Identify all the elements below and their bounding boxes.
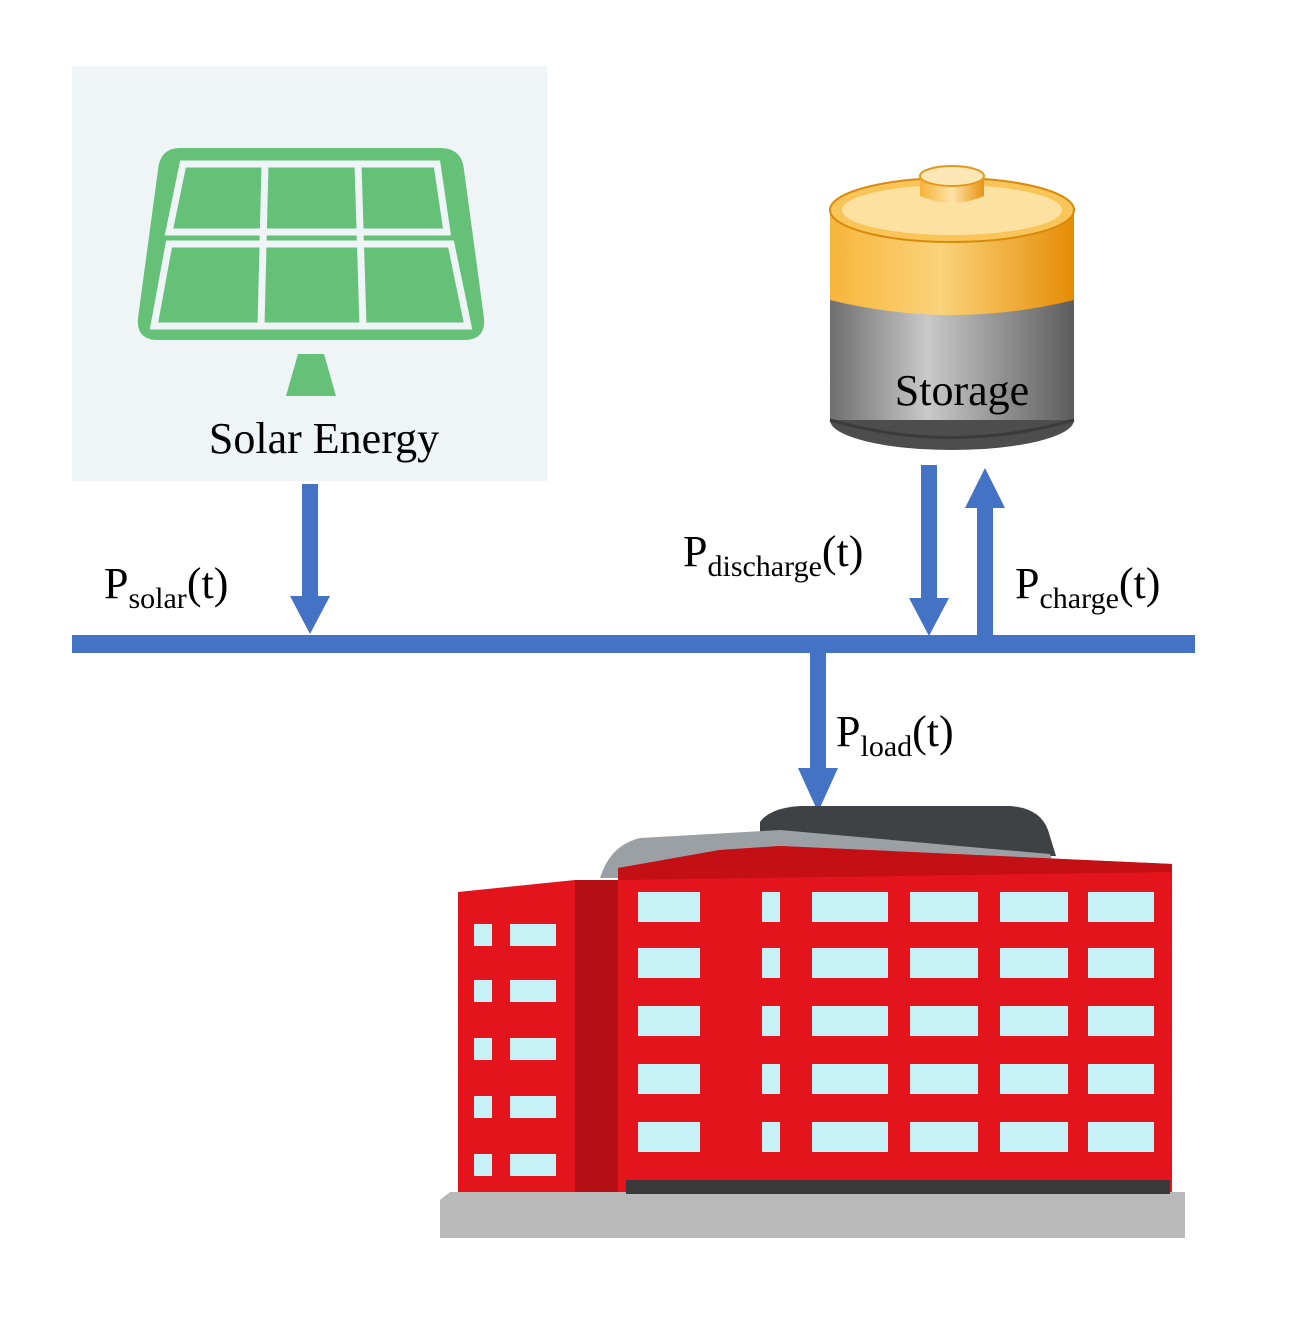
arrow-load xyxy=(798,652,838,812)
building-window xyxy=(812,948,888,978)
building-window xyxy=(812,1122,888,1152)
building-window xyxy=(638,892,700,922)
flow-label-charge: Pcharge(t) xyxy=(1015,559,1160,615)
building-window xyxy=(812,1064,888,1094)
building-window xyxy=(474,980,492,1002)
building-window xyxy=(638,948,700,978)
storage-label: Storage xyxy=(895,366,1029,415)
building-window xyxy=(510,1038,556,1060)
building-window xyxy=(762,1122,780,1152)
solar-node: Solar Energy xyxy=(72,66,547,481)
building-window xyxy=(1088,948,1154,978)
building-window xyxy=(812,1006,888,1036)
building-window xyxy=(762,892,780,922)
building-window xyxy=(1000,948,1068,978)
flow-label-load: Pload(t) xyxy=(836,707,954,763)
arrow-charge xyxy=(965,468,1005,638)
building-window xyxy=(1088,1122,1154,1152)
building-window xyxy=(910,1006,978,1036)
building-icon xyxy=(440,806,1185,1238)
building-window xyxy=(762,948,780,978)
arrow-solar xyxy=(290,484,330,634)
building-window xyxy=(1088,1006,1154,1036)
building-window xyxy=(910,948,978,978)
building-window xyxy=(510,924,556,946)
building-window xyxy=(910,1122,978,1152)
building-window xyxy=(510,1096,556,1118)
building-window xyxy=(1000,892,1068,922)
building-window xyxy=(910,1064,978,1094)
building-window xyxy=(1088,1064,1154,1094)
building-window xyxy=(1088,892,1154,922)
building-window xyxy=(1000,1006,1068,1036)
solar-panel-icon xyxy=(137,148,485,396)
building-window xyxy=(638,1006,700,1036)
building-window xyxy=(474,1154,492,1176)
building-window xyxy=(474,1096,492,1118)
building-window xyxy=(638,1064,700,1094)
flow-label-discharge: Pdischarge(t) xyxy=(683,527,863,583)
building-window xyxy=(812,892,888,922)
arrow-discharge xyxy=(909,465,949,636)
solar-label: Solar Energy xyxy=(209,414,439,463)
building-window xyxy=(1000,1064,1068,1094)
building-window xyxy=(510,1154,556,1176)
building-window xyxy=(762,1064,780,1094)
building-window xyxy=(638,1122,700,1152)
building-windows xyxy=(474,892,1154,1176)
building-window xyxy=(910,892,978,922)
battery-icon xyxy=(829,165,1075,450)
flow-label-solar: Psolar(t) xyxy=(104,559,228,615)
building-window xyxy=(762,1006,780,1036)
building-window xyxy=(474,924,492,946)
building-window xyxy=(510,980,556,1002)
building-window xyxy=(474,1038,492,1060)
storage-node: Storage xyxy=(829,165,1075,450)
building-window xyxy=(1000,1122,1068,1152)
